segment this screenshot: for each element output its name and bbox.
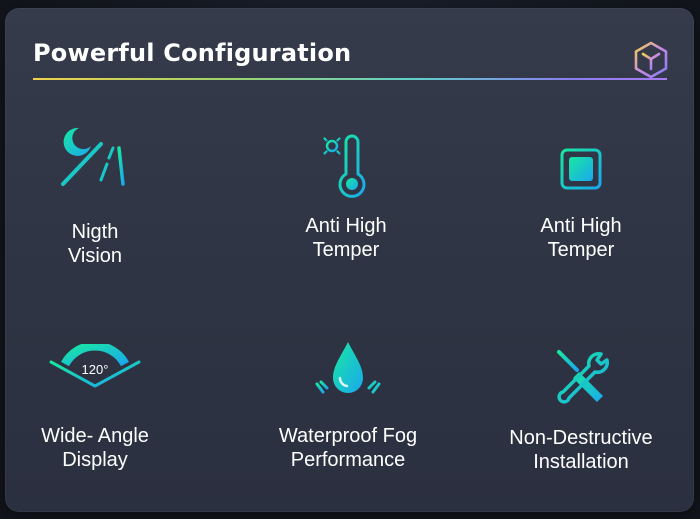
title-underline <box>33 78 667 80</box>
feature-label: Non-Destructive Installation <box>509 427 653 473</box>
feature-anti-high-temper-1: Anti High Temper <box>246 134 446 262</box>
feature-wide-angle: 120° Wide- Angle Display <box>0 344 195 472</box>
feature-label: Waterproof Fog Performance <box>278 425 418 471</box>
wide-angle-icon: 120° <box>49 344 141 388</box>
chip-icon <box>552 140 610 198</box>
thermometer-icon <box>319 134 366 198</box>
feature-label: Anti High Temper <box>305 215 387 261</box>
feature-label: Wide- Angle Display <box>41 425 149 471</box>
water-drop-icon <box>315 342 381 394</box>
feature-label: Anti High Temper <box>540 215 622 261</box>
wide-angle-value: 120° <box>82 362 109 377</box>
feature-anti-high-temper-2: Anti High Temper <box>481 138 681 262</box>
cube-logo-icon <box>634 41 668 79</box>
configuration-card: Powerful Configuration <box>5 8 694 512</box>
feature-label: Nigth Vision <box>67 221 123 267</box>
night-vision-icon <box>61 127 125 186</box>
feature-waterproof: Waterproof Fog Performance <box>248 338 448 472</box>
feature-non-destructive: Non-Destructive Installation <box>481 346 681 474</box>
tools-icon <box>557 350 609 404</box>
feature-night-vision: Nigth Vision <box>0 120 195 268</box>
page-title: Powerful Configuration <box>33 39 352 67</box>
